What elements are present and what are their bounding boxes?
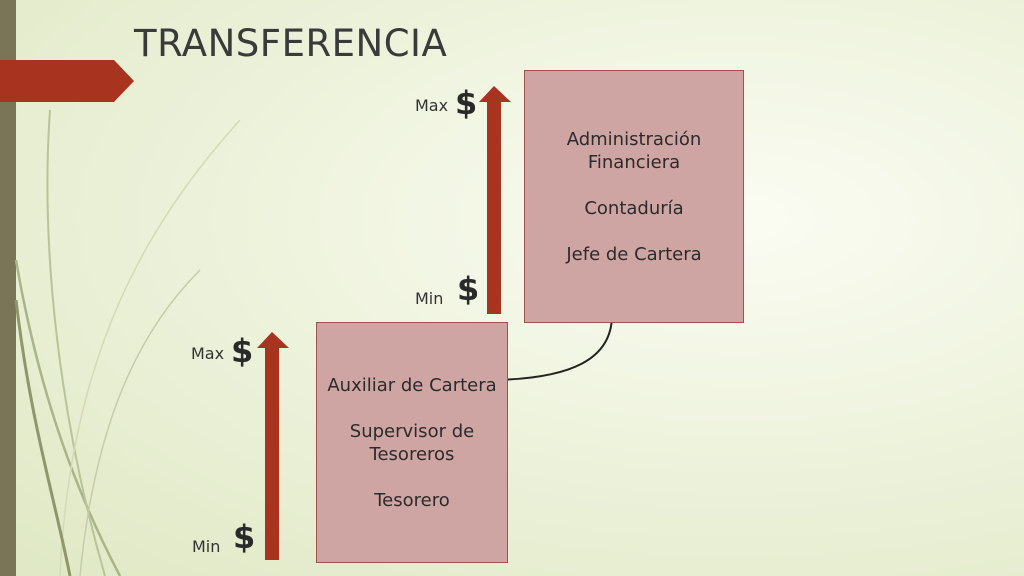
top-max-dollar-icon: $ — [455, 84, 478, 122]
box-line-financiera: Financiera — [587, 151, 681, 173]
top-min-dollar-icon: $ — [457, 270, 480, 308]
bottom-max-dollar-icon: $ — [231, 332, 254, 370]
bottom-max-label: Max — [191, 344, 225, 363]
operational-roles-box: Auxiliar de Cartera Supervisor de Tesore… — [316, 322, 508, 563]
top-min-label: Min — [415, 289, 444, 308]
box-line-jefe-cartera: Jefe de Cartera — [566, 243, 702, 265]
title-tab-shape — [0, 60, 134, 102]
slide-title: TRANSFERENCIA — [134, 22, 448, 65]
box-line-auxiliar-cartera: Auxiliar de Cartera — [327, 374, 497, 396]
box-line-tesorero: Tesorero — [374, 489, 450, 511]
box-line-administracion: Administración — [566, 128, 702, 150]
box-line-tesoreros: Tesoreros — [369, 443, 455, 465]
bottom-min-label: Min — [192, 537, 221, 556]
top-max-label: Max — [415, 96, 449, 115]
admin-roles-box: Administración Financiera Contaduría Jef… — [524, 70, 744, 323]
box-line-supervisor: Supervisor de — [349, 420, 475, 442]
sidebar-strip — [0, 0, 16, 576]
box-line-contaduria: Contaduría — [584, 197, 684, 219]
bottom-min-dollar-icon: $ — [233, 518, 256, 556]
